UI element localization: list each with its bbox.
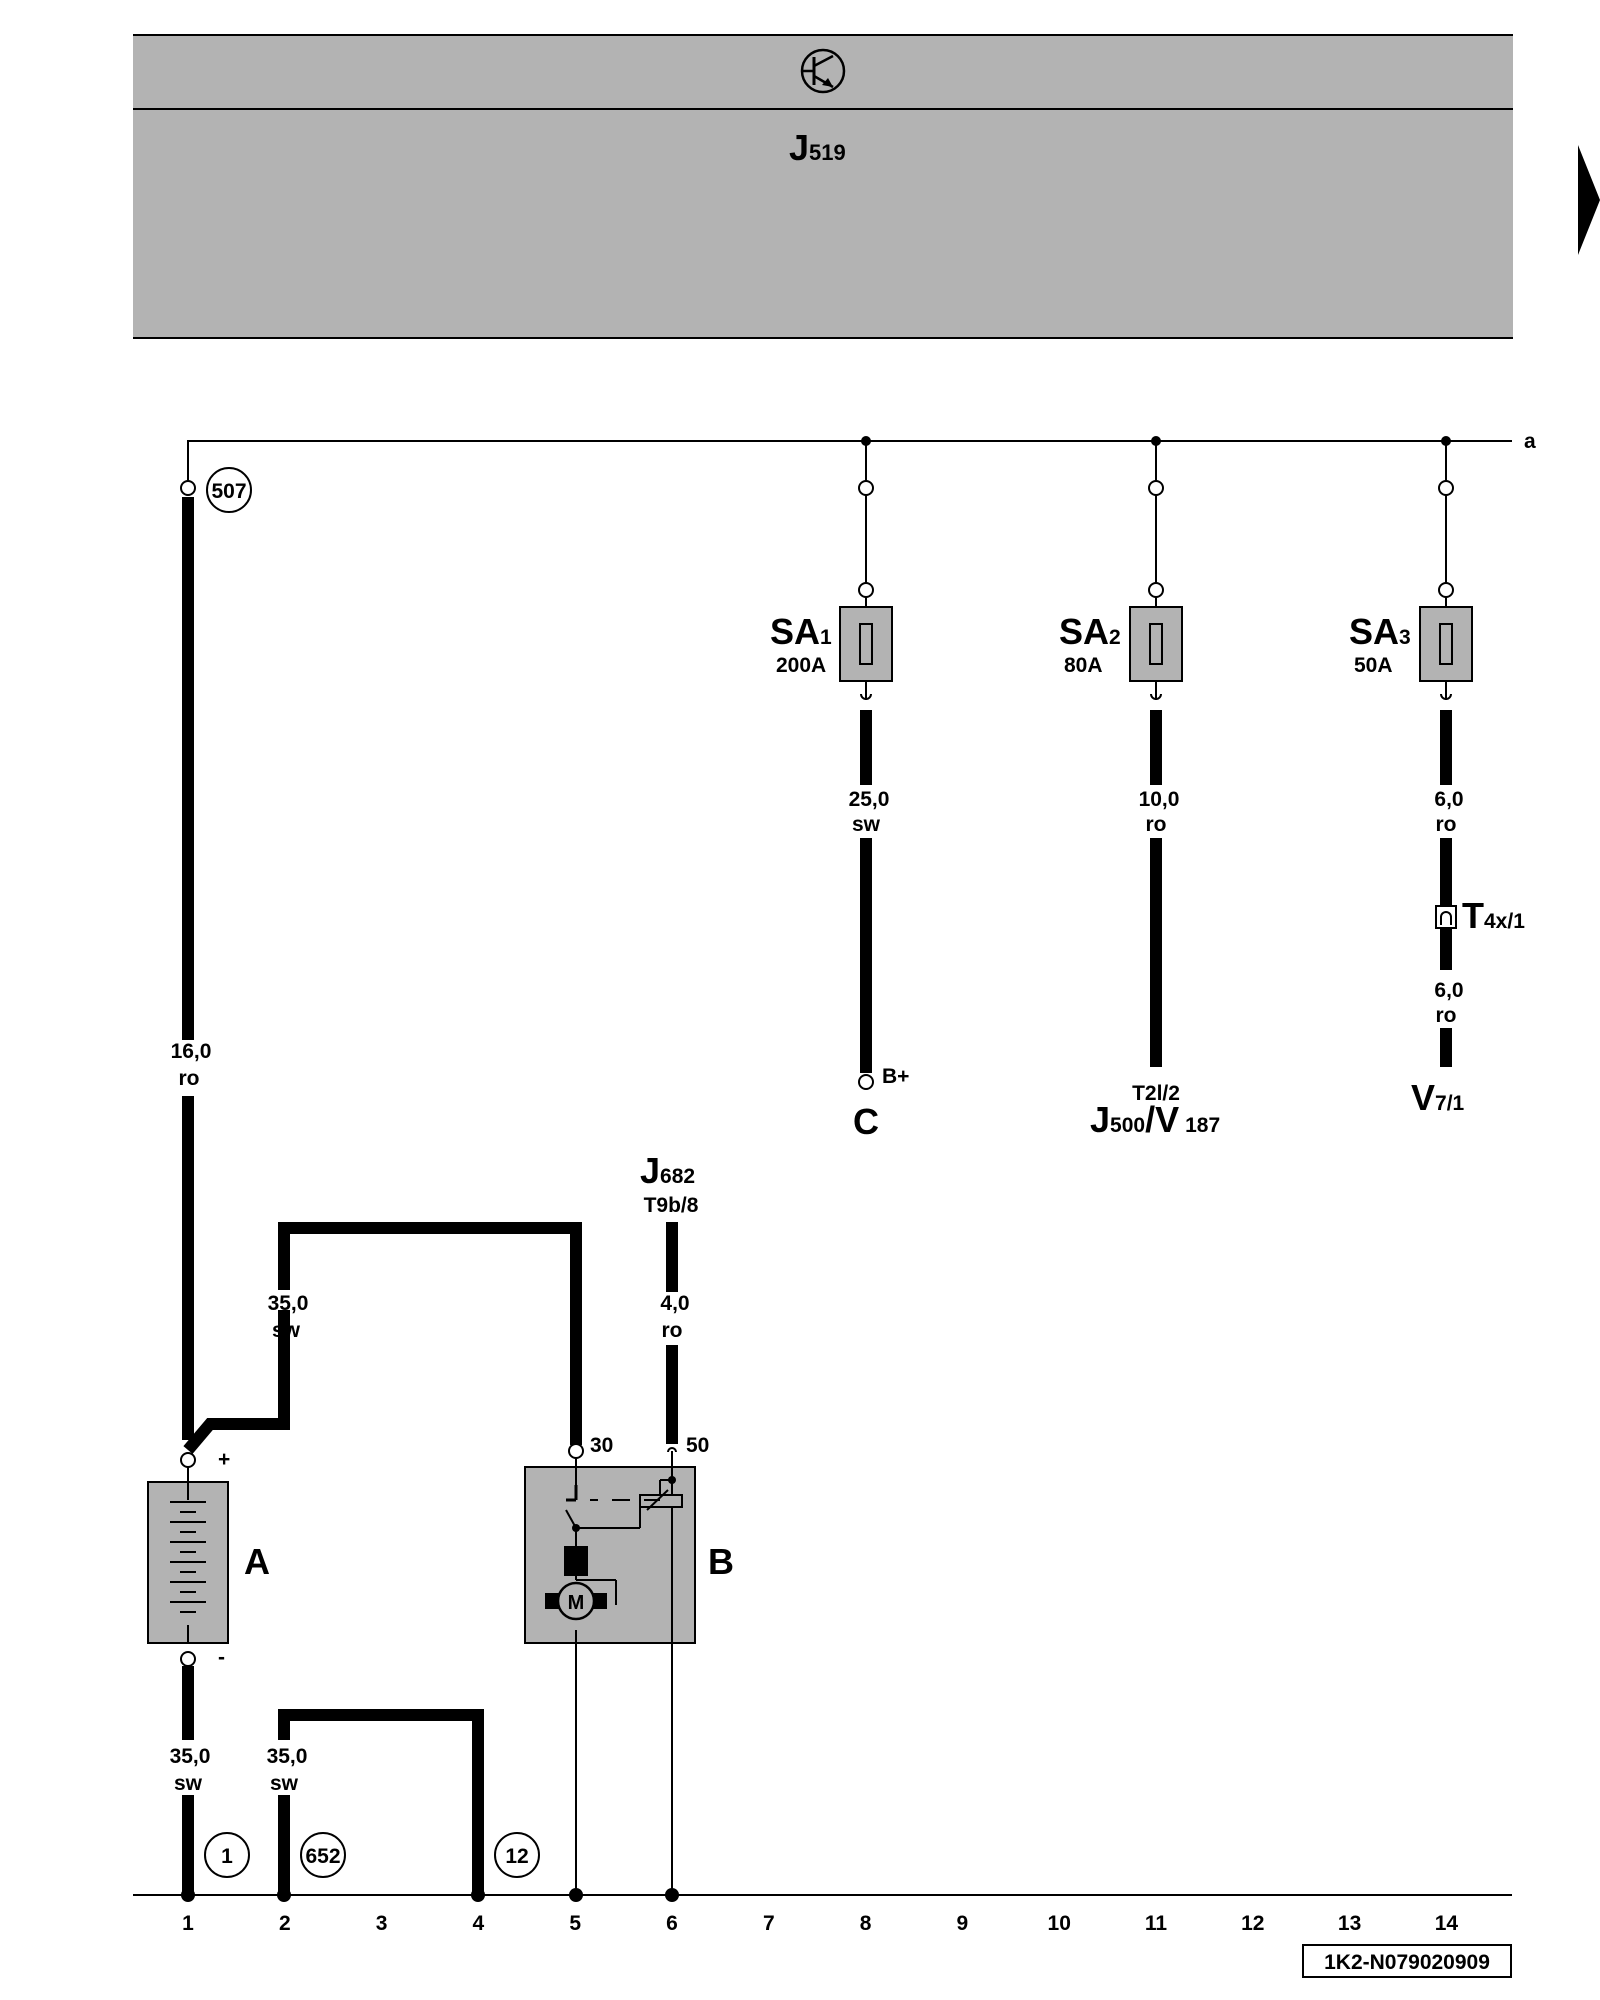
wire-battery-minus: 35,0 sw 1 — [170, 1666, 250, 1895]
track-number: 13 — [1338, 1912, 1361, 1935]
track-number: 8 — [860, 1912, 872, 1935]
bus-line-a: a — [187, 430, 1536, 488]
wire-size: 35,0 — [267, 1745, 308, 1768]
target-c-label: C — [853, 1101, 879, 1142]
fuse-sa2-label: SA2 — [1059, 611, 1121, 652]
bus-label: a — [1524, 430, 1536, 453]
wire-starter-50: 4,0 ro J682 T9b/8 — [640, 1150, 699, 1453]
wire-starter-30: 35,0 sw — [268, 1222, 582, 1445]
fuse-sa1-label: SA1 — [770, 611, 832, 652]
wire-color: sw — [174, 1772, 203, 1795]
track-number: 10 — [1048, 1912, 1071, 1935]
wire-color: ro — [662, 1319, 683, 1342]
arrow-right-icon[interactable] — [1578, 145, 1600, 255]
wire-color: ro — [1436, 813, 1457, 836]
track-number: 9 — [957, 1912, 969, 1935]
wire-color: sw — [270, 1772, 299, 1795]
track-number: 5 — [569, 1912, 581, 1935]
track-number: 2 — [279, 1912, 291, 1935]
ref-circle-1 — [204, 1832, 250, 1878]
wire-color: ro — [1146, 813, 1167, 836]
fuse-sa3-label: SA3 — [1349, 611, 1411, 652]
track-number: 1 — [182, 1912, 194, 1935]
wire-size: 6,0 — [1434, 979, 1463, 1002]
ref-circle-507 — [206, 467, 252, 513]
ref-1: 1 — [221, 1845, 233, 1868]
wire-size: 6,0 — [1434, 788, 1463, 811]
starter-b: 30 50 M — [524, 1434, 734, 1895]
track-number: 4 — [473, 1912, 485, 1935]
track-number: 14 — [1435, 1912, 1459, 1935]
battery-plus-label: + — [218, 1448, 230, 1471]
battery-label: A — [244, 1541, 270, 1582]
wire-color: ro — [179, 1067, 200, 1090]
ref-507: 507 — [211, 480, 246, 503]
j682-pin: T9b/8 — [644, 1194, 699, 1217]
fuse-sa2-rating: 80A — [1064, 654, 1103, 677]
connector-label: T4x/1 — [1462, 895, 1525, 936]
wire-battery-plus: 507 16,0 ro — [171, 467, 284, 1454]
track-number: 12 — [1241, 1912, 1264, 1935]
motor-icon — [556, 1581, 596, 1621]
diagram-id-box: 1K2-N079020909 — [1302, 1944, 1512, 1978]
motor-label: M — [568, 1592, 585, 1614]
starter-pin-30: 30 — [590, 1434, 613, 1457]
wire-size: 25,0 — [849, 788, 890, 811]
track-number: 6 — [666, 1912, 678, 1935]
control-unit-j519: J519 — [133, 34, 1513, 339]
battery-minus-label: - — [218, 1646, 225, 1669]
ref-12: 12 — [505, 1845, 528, 1868]
wire-size: 10,0 — [1139, 788, 1180, 811]
connector-icon — [1435, 905, 1457, 929]
track-number: 7 — [763, 1912, 775, 1935]
wire-size: 35,0 — [268, 1292, 309, 1315]
ref-circle-652 — [300, 1832, 346, 1878]
wire-ground-loop: 35,0 sw 652 12 — [267, 1709, 540, 1895]
track-number: 3 — [376, 1912, 388, 1935]
ref-circle-12 — [494, 1832, 540, 1878]
diagram-id: 1K2-N079020909 — [1324, 1951, 1490, 1974]
wire-size: 35,0 — [170, 1745, 211, 1768]
wire-size: 16,0 — [171, 1040, 212, 1063]
wire-size: 4,0 — [660, 1292, 689, 1315]
starter-label: B — [708, 1541, 734, 1582]
starter-pin-50: 50 — [686, 1434, 709, 1457]
fuse-sa3: SA3 50A 6,0 ro T4x/1 6,0 ro V7/1 — [1349, 441, 1525, 1118]
transistor-symbol-icon — [800, 48, 846, 94]
battery-cells-icon — [170, 1501, 206, 1613]
track-number: 11 — [1145, 1912, 1168, 1935]
wire-color: sw — [272, 1319, 301, 1342]
ref-652: 652 — [305, 1845, 340, 1868]
fuse-sa1-rating: 200A — [776, 654, 826, 677]
wire-color: sw — [852, 813, 881, 836]
target-v7-label: V7/1 — [1411, 1077, 1465, 1118]
fuse-sa3-rating: 50A — [1354, 654, 1393, 677]
wire-color: ro — [1436, 1004, 1457, 1027]
target-c-terminal: B+ — [882, 1065, 909, 1088]
target-j500-pin: T2l/2 — [1132, 1082, 1180, 1105]
control-unit-label: J519 — [789, 127, 846, 168]
ground-bus — [133, 1888, 1512, 1902]
battery-a: + - A — [147, 1448, 270, 1669]
j682-label: J682 — [640, 1150, 695, 1191]
fuse-sa1: SA1 200A 25,0 sw B+ C — [770, 441, 909, 1142]
